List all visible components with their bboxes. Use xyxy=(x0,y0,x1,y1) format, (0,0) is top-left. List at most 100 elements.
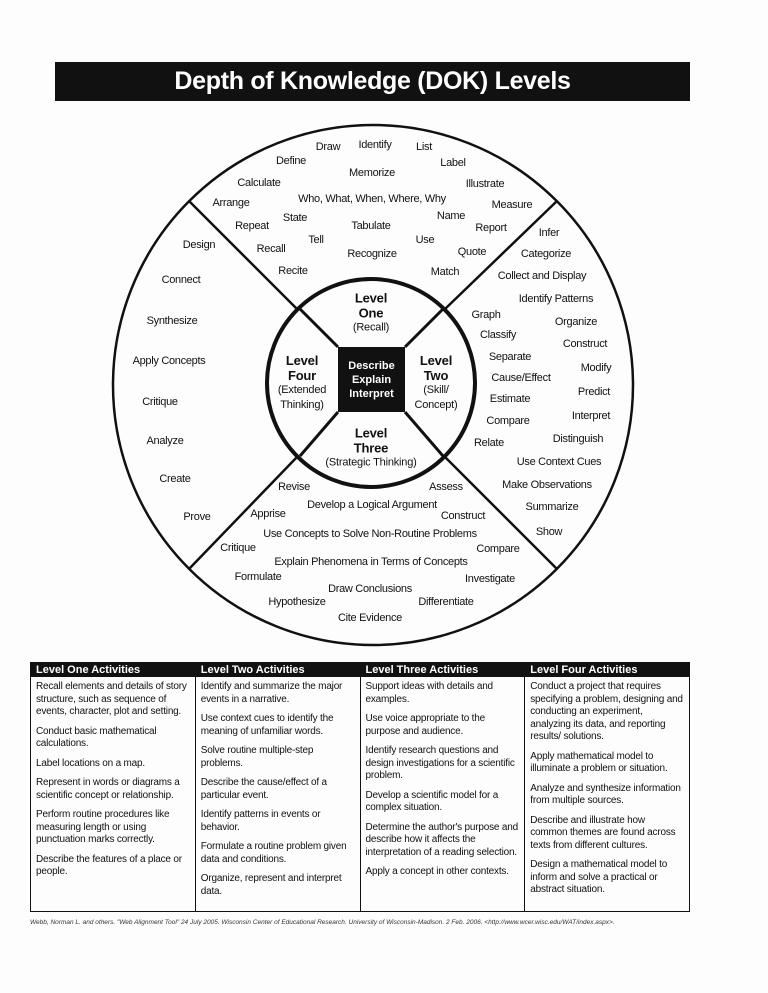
level-four-verb: Analyze xyxy=(146,435,184,447)
level-one-verb: Measure xyxy=(491,199,533,211)
level-number: One xyxy=(358,305,384,321)
level-two-verb: Organize xyxy=(554,316,598,328)
level-one-verb: Recall xyxy=(256,243,286,255)
activity-item: Describe the features of a place or peop… xyxy=(36,853,182,878)
activity-item: Use voice appropriate to the purpose and… xyxy=(365,713,486,737)
level-four-verb: Critique xyxy=(142,396,178,408)
page-title: Depth of Knowledge (DOK) Levels xyxy=(55,62,690,101)
level-four-verb: Create xyxy=(159,473,191,485)
inner-divider xyxy=(403,411,445,457)
activity-item: Recall elements and details of story str… xyxy=(36,681,187,717)
divider-top-left xyxy=(188,200,298,310)
level-one-verb: Define xyxy=(276,155,306,167)
center-box: Describe Explain Interpret xyxy=(338,347,405,412)
level-four-verb: Connect xyxy=(161,274,201,286)
activity-item: Perform routine procedures like measurin… xyxy=(36,809,170,845)
level-four-label: Level Four (Extended Thinking) xyxy=(267,353,337,413)
level-two-verb: Show xyxy=(535,526,563,538)
divider-top-right xyxy=(444,200,558,310)
center-word: Explain xyxy=(351,373,392,386)
activity-item: Describe and illustrate how common theme… xyxy=(530,814,676,851)
level-three-verb: Use Concepts to Solve Non-Routine Proble… xyxy=(263,528,477,540)
level-number: Three xyxy=(353,440,389,456)
level-one-verb: State xyxy=(282,212,308,224)
activity-item: Apply a concept in other contexts. xyxy=(365,866,509,877)
level-two-verb: Interpret xyxy=(571,410,611,422)
level-one-verb: Illustrate xyxy=(465,178,505,190)
level-two-verb: Distinguish xyxy=(552,433,604,445)
activity-item: Design a mathematical model to inform an… xyxy=(530,859,668,895)
level-two-verb: Compare xyxy=(486,415,530,427)
inner-circle xyxy=(265,277,477,489)
level-three-verb: Differentiate xyxy=(418,596,474,608)
level-number: Two xyxy=(423,368,449,383)
inner-divider xyxy=(298,411,340,457)
column-body: Recall elements and details of story str… xyxy=(31,677,195,890)
activity-item: Identify patterns in events or behavior. xyxy=(200,809,321,833)
level-three-verb: Hypothesize xyxy=(268,596,326,608)
level-two-verb: Construct xyxy=(562,338,608,350)
level-one-verb: Calculate xyxy=(237,177,281,189)
column-body: Support ideas with details and examples.… xyxy=(361,677,525,890)
level-three-verb: Revise xyxy=(278,481,310,493)
level-two-verb: Classify xyxy=(479,329,517,341)
level-two-verb: Collect and Display xyxy=(497,270,587,282)
level-one-verb: Quote xyxy=(457,246,487,258)
level-three-verb: Explain Phenomena in Terms of Concepts xyxy=(274,556,468,568)
level-one-verb: Draw xyxy=(315,141,341,153)
divider-bottom-right xyxy=(444,456,558,570)
outer-circle xyxy=(111,123,635,647)
activity-item: Describe the cause/effect of a particula… xyxy=(200,777,327,801)
activity-item: Identify and summarize the major events … xyxy=(200,681,343,705)
level-one-verb: Name xyxy=(436,210,466,222)
level-two-verb: Categorize xyxy=(520,248,572,260)
activity-item: Support ideas with details and examples. xyxy=(365,681,494,705)
level-one-verb: Recognize xyxy=(347,248,397,260)
level-two-verb: Modify xyxy=(580,362,612,374)
activity-item: Organize, represent and interpret data. xyxy=(200,873,342,897)
center-word: Describe xyxy=(348,359,395,372)
column-header: Level Four Activities xyxy=(525,663,689,677)
level-one-verb: Use xyxy=(415,234,435,246)
level-one-verb: Tabulate xyxy=(351,220,391,232)
level-two-verb: Infer xyxy=(538,227,560,239)
level-one-label: Level One (Recall) xyxy=(353,291,389,336)
level-one-verb: Recite xyxy=(278,265,308,277)
level-word: Level xyxy=(354,425,388,441)
level-one-verb: List xyxy=(416,141,432,153)
activity-item: Determine the author's purpose and descr… xyxy=(365,821,519,858)
level-two-label: Level Two (Skill/ Concept) xyxy=(411,353,461,413)
level-three-verb: Investigate xyxy=(465,573,515,585)
level-three-verb: Develop a Logical Argument xyxy=(307,499,437,511)
activity-item: Identify research questions and design i… xyxy=(365,745,515,781)
level-one-verb: Repeat xyxy=(235,220,269,232)
level-four-verb: Apply Concepts xyxy=(132,355,206,367)
level-two-verb: Relate xyxy=(474,437,504,449)
level-three-verb: Draw Conclusions xyxy=(328,583,412,595)
citation: Webb, Norman L. and others. "Web Alignme… xyxy=(30,919,615,926)
level-one-verb: Arrange xyxy=(212,197,250,209)
level-three-label: Level Three (Strategic Thinking) xyxy=(325,426,416,471)
level-number: Four xyxy=(287,368,317,383)
level-one-verb: Tell xyxy=(308,234,324,246)
level-subtitle: (Strategic Thinking) xyxy=(325,456,417,469)
level-two-verb: Predict xyxy=(577,386,611,398)
level-two-verb: Summarize xyxy=(525,501,579,513)
level-three-verb: Critique xyxy=(220,542,256,554)
level-two-verb: Make Observations xyxy=(502,479,592,491)
inner-divider xyxy=(403,307,445,349)
level-two-verb: Use Context Cues xyxy=(516,456,602,468)
column-header: Level One Activities xyxy=(31,663,195,677)
level-three-verb: Compare xyxy=(476,543,520,555)
inner-divider xyxy=(298,307,340,349)
level-word: Level xyxy=(419,353,453,368)
activity-item: Conduct basic mathematical calculations. xyxy=(36,725,157,750)
activity-item: Apply mathematical model to illuminate a… xyxy=(530,750,668,775)
level-subtitle: (Extended Thinking) xyxy=(277,384,327,411)
activity-item: Solve routine multiple-step problems. xyxy=(200,745,314,769)
